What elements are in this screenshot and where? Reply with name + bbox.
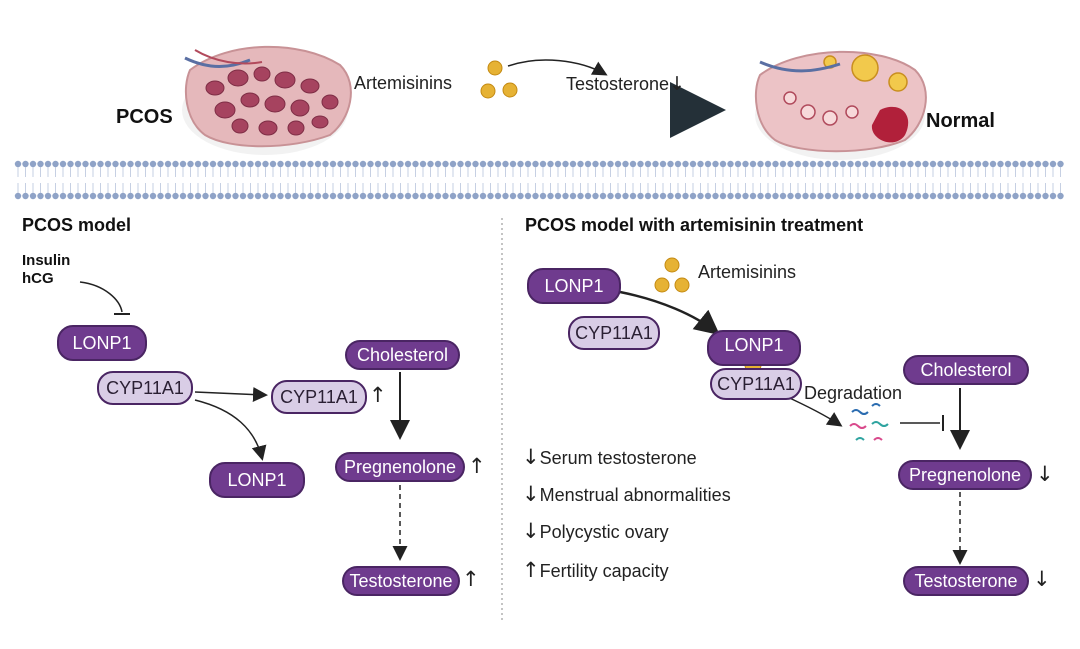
outcome-item: ↓Menstrual abnormalities	[522, 482, 731, 506]
lonp1-free-protein: LONP1	[209, 462, 305, 498]
cholesterol-node-right: Cholesterol	[903, 355, 1029, 385]
testosterone-down-icon: ↓	[669, 73, 685, 95]
testosterone-node: Testosterone	[342, 566, 460, 596]
artemisinins-label: Artemisinins	[354, 73, 453, 93]
pcos-ovary-icon	[182, 45, 352, 155]
pregnenolone-node: Pregnenolone	[335, 452, 465, 482]
outcome-item: ↓Serum testosterone	[522, 445, 697, 469]
cell-membrane	[14, 160, 1064, 200]
artemisinins-label-right: Artemisinins	[698, 262, 797, 282]
testosterone-down-icon-right: ↓	[1033, 567, 1051, 591]
normal-ovary-icon	[754, 50, 927, 160]
testosterone-label: Testosterone↓	[566, 73, 685, 95]
cyp11a1-bound-protein: CYP11A1	[97, 371, 193, 405]
outcome-item: ↑Fertility capacity	[522, 558, 669, 582]
hcg-label: hCG	[22, 270, 54, 287]
lonp1-release-arrow	[194, 399, 267, 461]
cyp-up-icon: ↑	[369, 383, 387, 407]
cyp11a1-free-protein: CYP11A1	[271, 380, 367, 414]
degraded-fragments-icon	[849, 403, 889, 441]
inhibit-line	[79, 281, 123, 313]
pregnenolone-up-icon: ↑	[468, 454, 486, 478]
lonp1-protein: LONP1	[57, 325, 147, 361]
lonp1-bound-protein: LONP1	[707, 330, 801, 366]
cholesterol-node: Cholesterol	[345, 340, 460, 370]
cyp-release-arrow	[194, 386, 268, 402]
artemisinin-pills-icon-right	[654, 257, 690, 293]
degradation-label: Degradation	[804, 383, 903, 403]
normal-label: Normal	[926, 110, 995, 132]
outcome-arrow-icon: ↓	[522, 445, 540, 469]
outcome-arrow-icon: ↑	[522, 558, 540, 582]
artemisinin-pills-icon	[480, 60, 518, 99]
cyp11a1-protein-right: CYP11A1	[568, 316, 660, 350]
cyp11a1-bound-protein-right: CYP11A1	[710, 368, 802, 400]
right-panel-title: PCOS model with artemisinin treatment	[525, 215, 864, 235]
pregnenolone-down-icon: ↓	[1036, 462, 1054, 486]
outcome-arrow-icon: ↓	[522, 482, 540, 506]
left-panel-title: PCOS model	[22, 215, 132, 235]
pcos-label: PCOS	[116, 106, 173, 128]
testosterone-node-right: Testosterone	[903, 566, 1029, 596]
lonp1-binding-arrow	[619, 290, 720, 336]
pill-to-testosterone-arrow	[507, 59, 608, 76]
pregnenolone-node-right: Pregnenolone	[898, 460, 1032, 490]
insulin-label: Insulin	[22, 252, 71, 269]
outcome-item: ↓Polycystic ovary	[522, 519, 669, 543]
lonp1-protein-right: LONP1	[527, 268, 621, 304]
outcome-arrow-icon: ↓	[522, 519, 540, 543]
testosterone-up-icon: ↑	[462, 567, 480, 591]
